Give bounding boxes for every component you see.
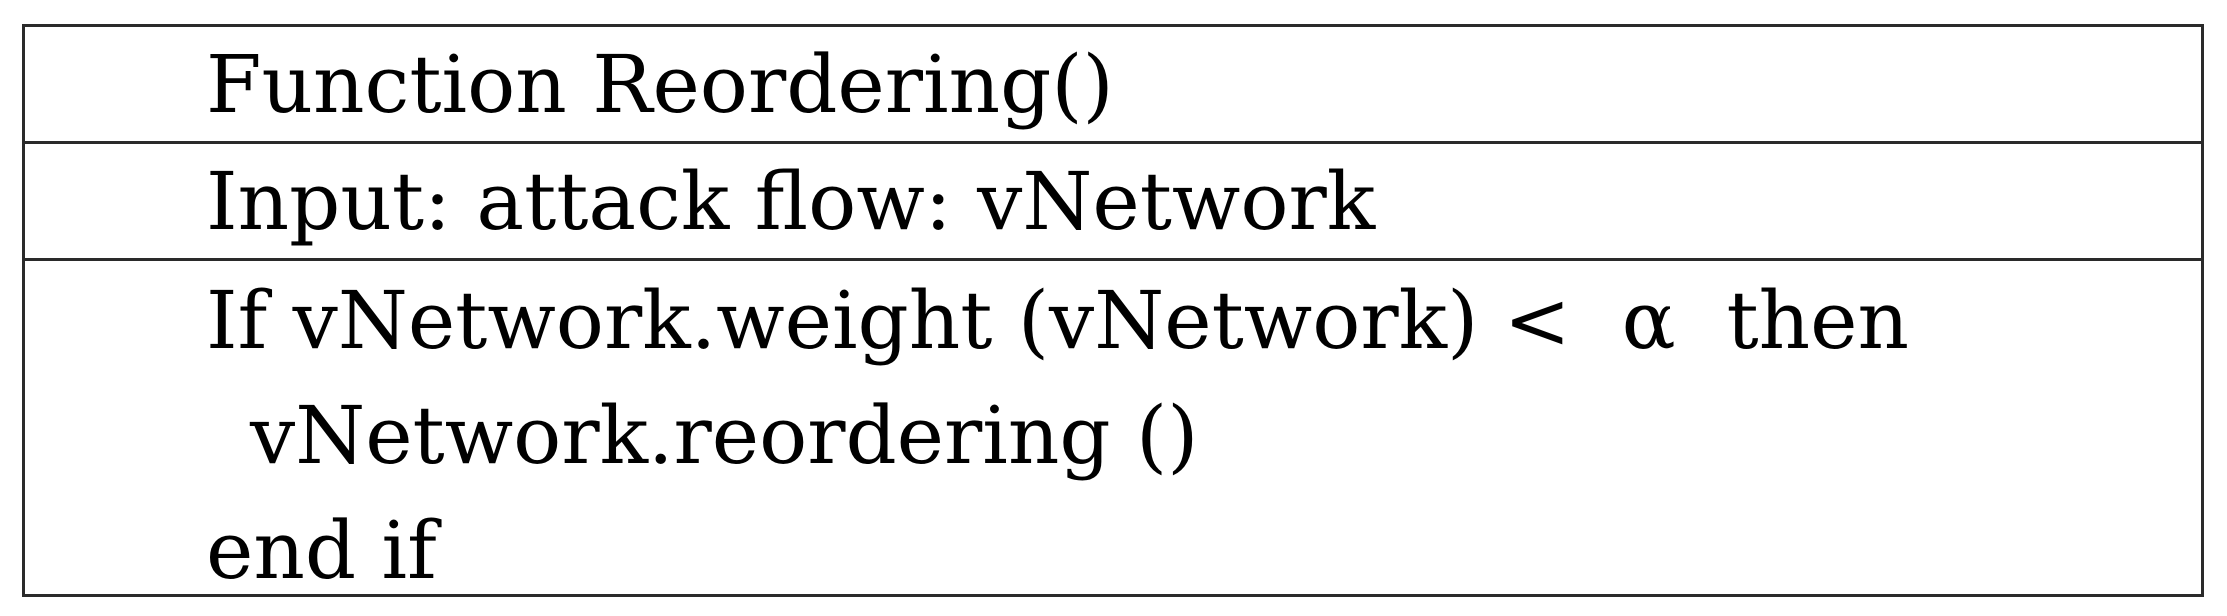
end-if-line: end if [206, 504, 437, 597]
algorithm-header-row: Function Reordering() [25, 27, 2201, 144]
algorithm-box: Function Reordering() Input: attack flow… [22, 24, 2204, 597]
reordering-call-line: vNetwork.reordering () [250, 389, 1199, 482]
algorithm-input-row: Input: attack flow: vNetwork [25, 144, 2201, 261]
function-signature: Function Reordering() [206, 38, 1114, 131]
if-condition-line: If vNetwork.weight (vNetwork) < α then [206, 274, 1910, 367]
algorithm-body-row: If vNetwork.weight (vNetwork) < α then v… [25, 261, 2201, 594]
input-declaration: Input: attack flow: vNetwork [206, 155, 1376, 248]
